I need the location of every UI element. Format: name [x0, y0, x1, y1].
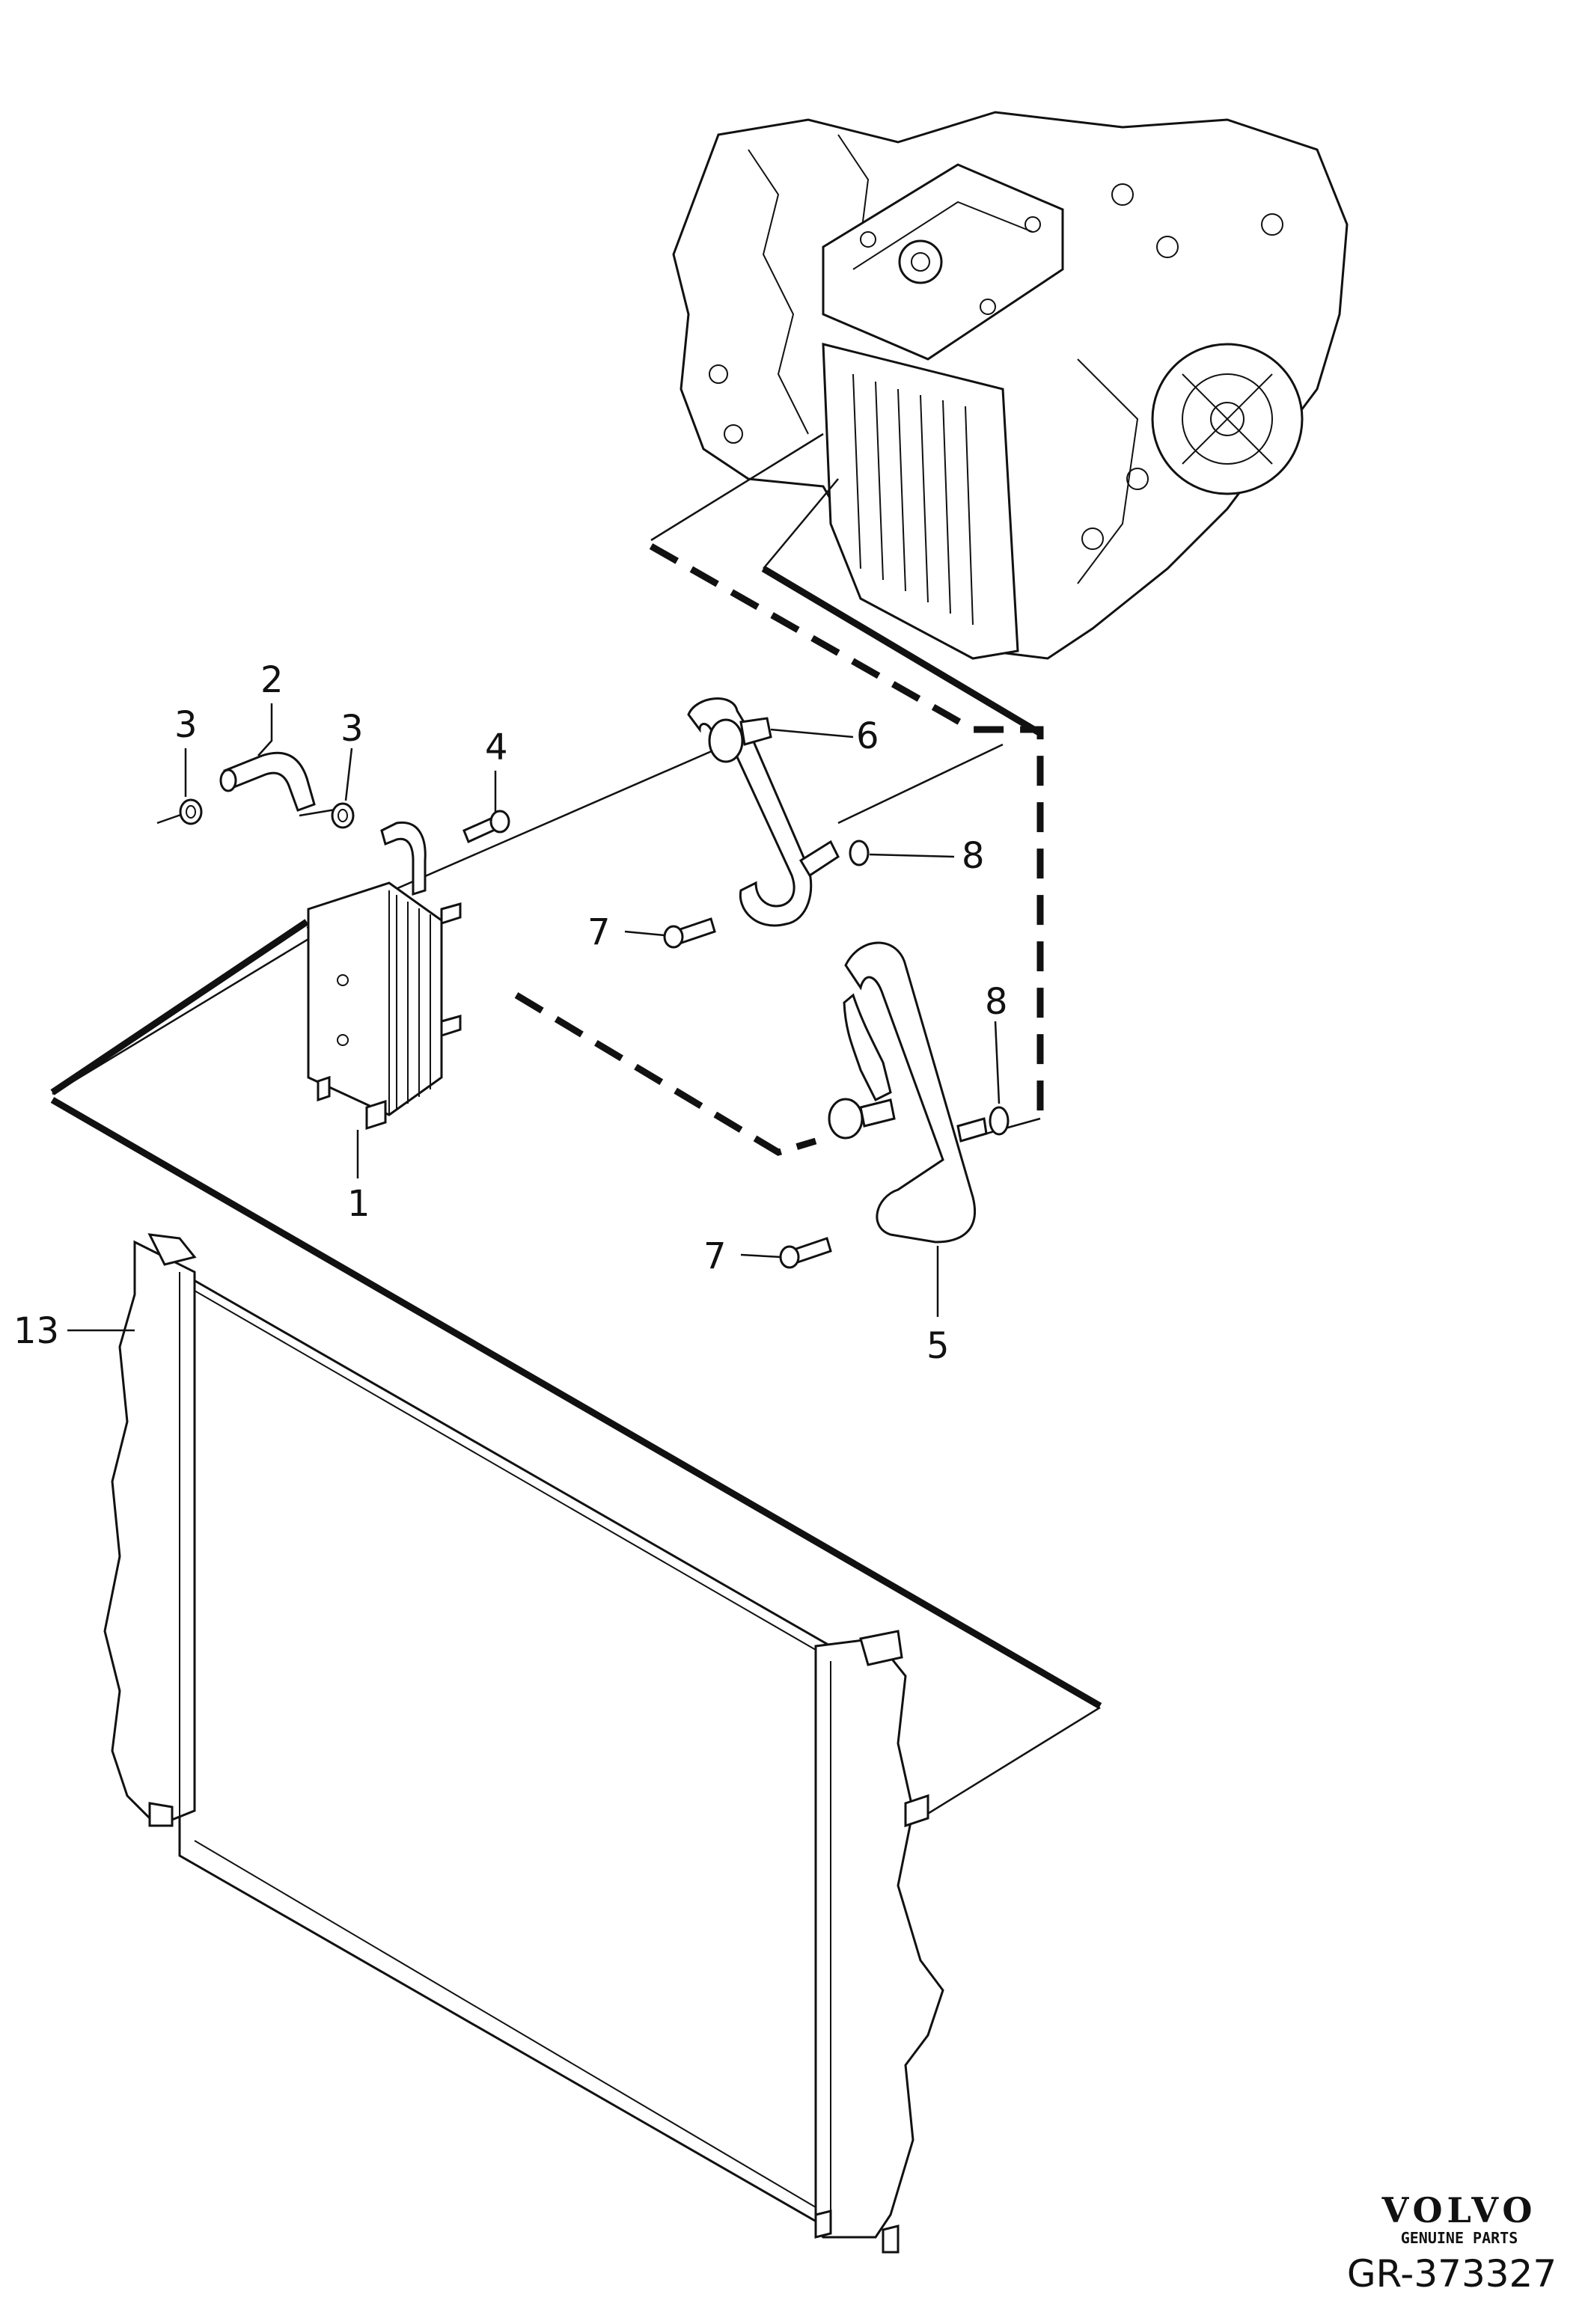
callout-1: 1 [347, 1183, 370, 1225]
cooler-pipe [380, 821, 427, 896]
callout-labels: 1 2 3 3 4 5 6 7 7 8 8 13 [13, 659, 1008, 1367]
callout-8a: 8 [962, 835, 985, 877]
bolt-4 [462, 810, 510, 844]
callout-6: 6 [856, 715, 879, 757]
hose-routing-lines [50, 432, 1102, 1820]
diagram-reference-number: GR-373327 [1346, 2252, 1557, 2296]
callout-13: 13 [13, 1310, 59, 1352]
callout-3a: 3 [174, 704, 198, 746]
callout-8b: 8 [985, 981, 1008, 1023]
callout-7b: 7 [703, 1235, 727, 1277]
transmission-assembly [672, 111, 1349, 660]
radiator [103, 1233, 944, 2254]
coolant-hose [219, 751, 316, 812]
volvo-genuine-parts-logo: VOLVO GENUINE PARTS [1369, 2192, 1549, 2248]
volvo-logo: VOLVO [1381, 2190, 1537, 2230]
genuine-parts-text: GENUINE PARTS [1400, 2229, 1518, 2247]
callout-3b: 3 [341, 708, 364, 750]
oil-cooler [307, 881, 462, 1131]
o-rings-8 [849, 840, 1010, 1136]
callout-5: 5 [926, 1325, 950, 1367]
bolts-7 [663, 917, 832, 1269]
callout-leaders [67, 703, 1001, 1332]
callout-7a: 7 [587, 911, 611, 953]
callout-4: 4 [485, 727, 508, 768]
callout-2: 2 [260, 659, 284, 701]
oil-pipe-lower [828, 941, 988, 1244]
oil-pipe-upper [687, 697, 840, 927]
hose-clamps [179, 798, 355, 829]
